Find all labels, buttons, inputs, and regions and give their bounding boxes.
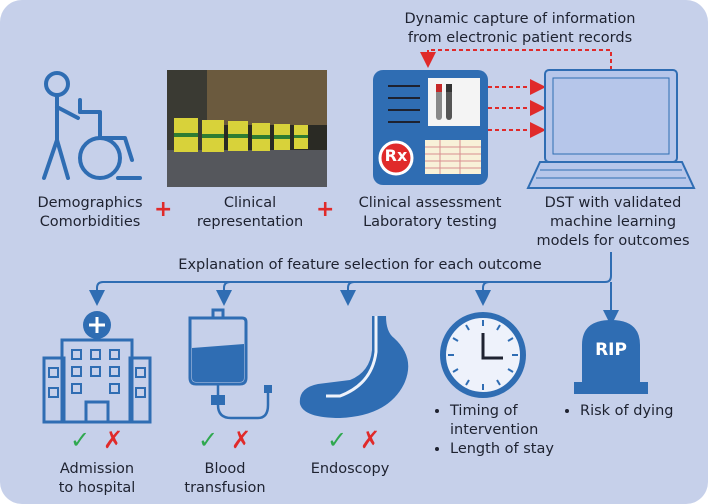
- cross-icon: ✗: [360, 426, 381, 454]
- clinical-line2: representation: [196, 214, 304, 230]
- explanation-label: Explanation of feature selection for eac…: [178, 257, 542, 273]
- timing-item-line1: Timing of: [450, 403, 518, 419]
- dst-label: DST with validated machine learning mode…: [523, 194, 703, 251]
- admission-line1: Admission: [59, 461, 135, 477]
- clinical-line1: Clinical: [223, 195, 277, 211]
- check-icon: ✓: [198, 426, 219, 454]
- cross-icon: ✗: [231, 426, 252, 454]
- timing-item: Timing of intervention: [450, 402, 600, 440]
- check-icon: ✓: [327, 426, 348, 454]
- blood-label: Blood transfusion: [160, 460, 290, 498]
- header-text: Dynamic capture of information from elec…: [370, 10, 670, 48]
- assessment-line1: Clinical assessment: [358, 195, 502, 211]
- check-icon: ✓: [70, 426, 91, 454]
- plus-sign: +: [154, 197, 173, 222]
- dst-line2: machine learning: [549, 214, 677, 230]
- ambulance-photo: [167, 70, 327, 187]
- demographics-line1: Demographics: [37, 195, 143, 211]
- hospital-icon: [42, 338, 152, 424]
- rip-label: RIP: [595, 340, 627, 360]
- plus-sign: +: [316, 197, 335, 222]
- demographics-line2: Comorbidities: [39, 214, 141, 230]
- clock-icon: [440, 312, 526, 398]
- dst-line1: DST with validated: [544, 195, 682, 211]
- blood-line1: Blood: [204, 461, 246, 477]
- data-flow-arrows: [488, 79, 546, 138]
- dst-line3: models for outcomes: [536, 233, 690, 249]
- admission-line2: to hospital: [58, 480, 136, 496]
- wheelchair-icon: [42, 71, 142, 180]
- demographics-label: Demographics Comorbidities: [0, 194, 180, 232]
- clipboard-icon: [373, 70, 488, 185]
- header-line2: from electronic patient records: [407, 30, 633, 46]
- medical-cross-icon: [83, 311, 111, 339]
- endoscopy-label: Endoscopy: [310, 461, 390, 477]
- blood-bag-icon: [188, 308, 272, 420]
- cross-icon: ✗: [103, 426, 124, 454]
- assessment-line2: Laboratory testing: [363, 214, 497, 230]
- admission-label: Admission to hospital: [30, 460, 164, 498]
- blood-line2: transfusion: [184, 480, 266, 496]
- gravestone-icon: [574, 320, 648, 394]
- rx-icon: Rx: [384, 146, 408, 165]
- timing-list: Timing of intervention Length of stay: [436, 402, 600, 459]
- outcome-connectors: [89, 252, 619, 326]
- risk-item: Risk of dying: [580, 402, 708, 421]
- stomach-icon: [299, 316, 409, 418]
- laptop-icon: [526, 69, 696, 189]
- clinical-label: Clinical representation: [170, 194, 330, 232]
- length-of-stay-item: Length of stay: [450, 440, 600, 459]
- timing-item-line2: intervention: [450, 422, 539, 438]
- feedback-arrow: [420, 49, 612, 70]
- risk-list: Risk of dying: [566, 402, 708, 421]
- assessment-label: Clinical assessment Laboratory testing: [340, 194, 520, 232]
- header-line1: Dynamic capture of information: [404, 11, 636, 27]
